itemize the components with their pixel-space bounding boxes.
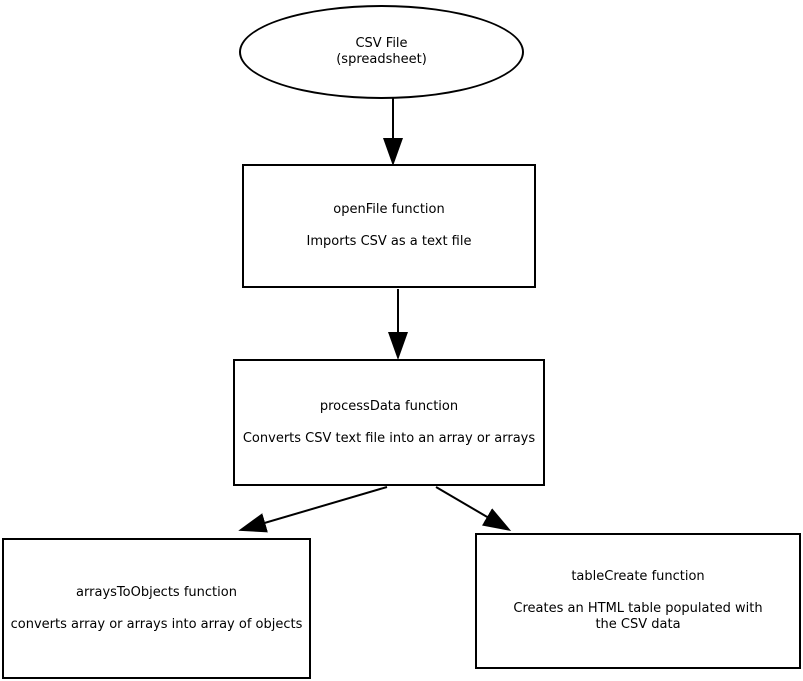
node-arraystoobjects-function: arraysToObjects function converts array … — [2, 538, 311, 679]
node-csv-file: CSV File (spreadsheet) — [239, 5, 524, 99]
node-arraystoobjects-function-title: arraysToObjects function — [76, 584, 237, 600]
node-openfile-function-title: openFile function — [333, 202, 445, 217]
node-processdata-function-title: processData function — [319, 398, 459, 414]
node-tablecreate-function: tableCreate function Creates an HTML tab… — [475, 533, 801, 669]
node-processdata-function: processData function Converts CSV text f… — [233, 359, 545, 486]
arrow-processdata-to-tablecreate — [435, 486, 512, 532]
node-tablecreate-function-title: tableCreate function — [571, 569, 705, 584]
node-csv-file-label: CSV File (spreadsheet) — [336, 36, 427, 67]
node-openfile-function-body: Imports CSV as a text file — [306, 234, 472, 249]
node-processdata-function-body: Converts CSV text file into an array or … — [242, 430, 536, 446]
node-arraystoobjects-function-body: converts array or arrays into array of o… — [10, 616, 303, 632]
node-openfile-function: openFile function Imports CSV as a text … — [242, 164, 536, 288]
arrow-processdata-to-arraystoobjects — [238, 486, 388, 533]
node-tablecreate-function-body: Creates an HTML table populated with the… — [513, 601, 763, 632]
